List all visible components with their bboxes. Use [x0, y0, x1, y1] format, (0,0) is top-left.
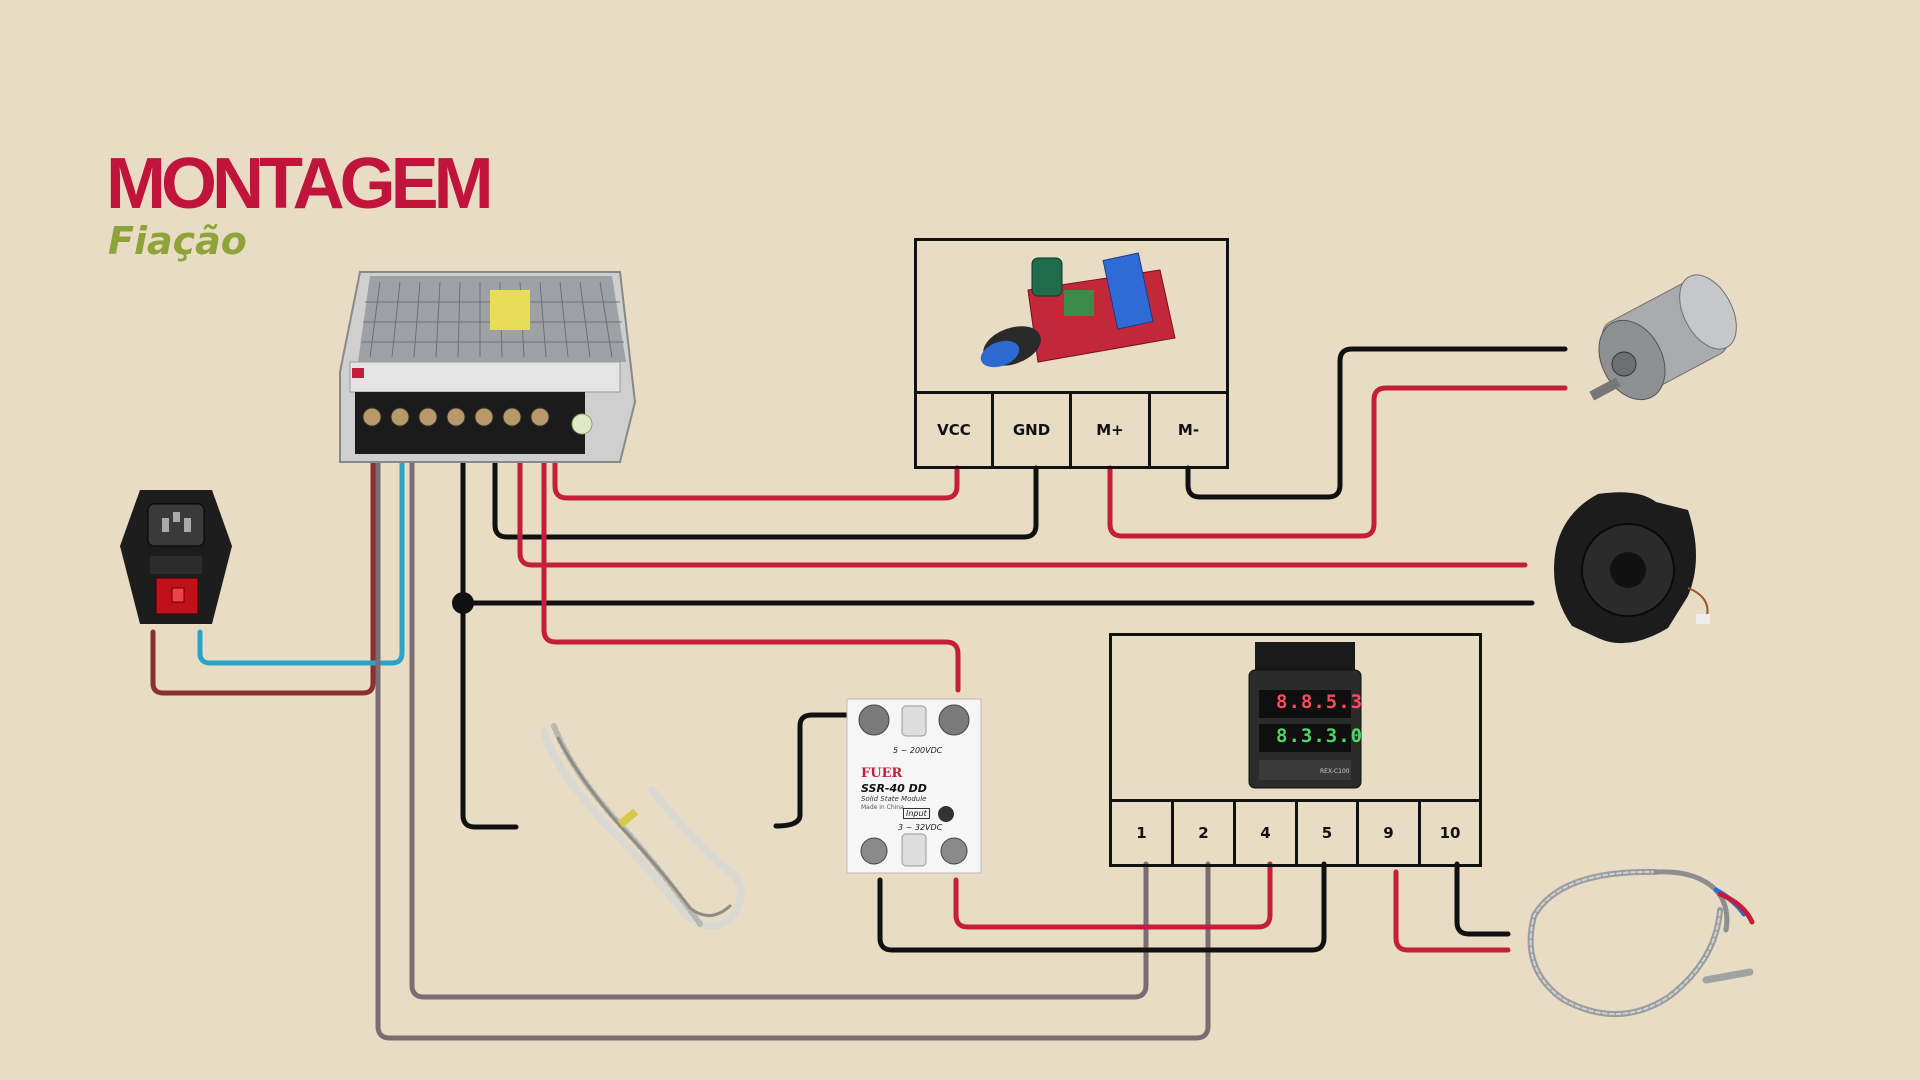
pwm-board-image	[980, 252, 1176, 368]
solid-state-relay	[846, 698, 982, 874]
pv-display: 8.8.5.3	[1276, 691, 1364, 713]
pwm-terminal-vcc: VCC	[914, 391, 994, 469]
page-title: MONTAGEM	[106, 144, 494, 224]
wire-gray-to-terminal-1	[409, 441, 1149, 1000]
iec-inlet-switch	[120, 490, 232, 624]
ssr-load-range: 5 ~ 200VDC	[893, 746, 943, 755]
ssr-model: SSR-40 DD	[861, 782, 927, 795]
controller-terminal-5: 5	[1295, 799, 1359, 867]
ssr-description: Solid State Module	[861, 795, 927, 803]
ssr-brand: FUER	[861, 766, 903, 781]
wire-red-to-ssr	[541, 441, 961, 693]
page-subtitle: Fiação	[108, 219, 247, 263]
ssr-origin: Made in China	[861, 804, 904, 811]
dc-gear-motor	[1589, 274, 1737, 401]
sv-display: 8.3.3.0	[1276, 725, 1364, 747]
ssr-input-range: 3 ~ 32VDC	[898, 823, 943, 832]
wire-gray-to-terminal-2	[375, 441, 1211, 1041]
wire-black-bus	[460, 441, 519, 830]
rex-c100-controller	[1248, 642, 1362, 789]
junction-dot	[452, 592, 474, 614]
heater-wire	[540, 723, 745, 930]
pwm-terminal-m-minus: M-	[1148, 391, 1229, 469]
wire-black-m-minus	[1185, 346, 1568, 500]
ssr-input-label: Input	[903, 808, 930, 819]
controller-terminal-4: 4	[1233, 799, 1298, 867]
wire-black-to-gnd	[492, 441, 1039, 540]
wire-black-ssr-heater	[773, 712, 849, 829]
controller-terminal-1: 1	[1109, 799, 1174, 867]
wire-red-9-to-probe	[1393, 869, 1511, 953]
power-supply	[339, 271, 637, 463]
wire-red-to-fan	[517, 441, 1528, 568]
wire-black-10-to-probe	[1454, 861, 1511, 937]
wire-red-to-vcc	[552, 441, 960, 501]
pwm-terminal-m-plus: M+	[1069, 391, 1151, 469]
controller-terminal-9: 9	[1356, 799, 1421, 867]
controller-terminal-2: 2	[1171, 799, 1236, 867]
controller-model: REX-C100	[1320, 768, 1350, 775]
blower-fan	[1554, 492, 1710, 644]
pwm-terminal-gnd: GND	[991, 391, 1072, 469]
thermocouple-probe	[1527, 868, 1755, 1018]
wire-ac-maroon	[150, 441, 376, 696]
controller-terminal-10: 10	[1418, 799, 1482, 867]
wire-black-ssr-to-5	[877, 861, 1327, 953]
wire-ac-blue	[197, 441, 405, 666]
wire-red-m-plus	[1107, 385, 1568, 539]
wire-red-ssr-to-4	[953, 861, 1273, 930]
